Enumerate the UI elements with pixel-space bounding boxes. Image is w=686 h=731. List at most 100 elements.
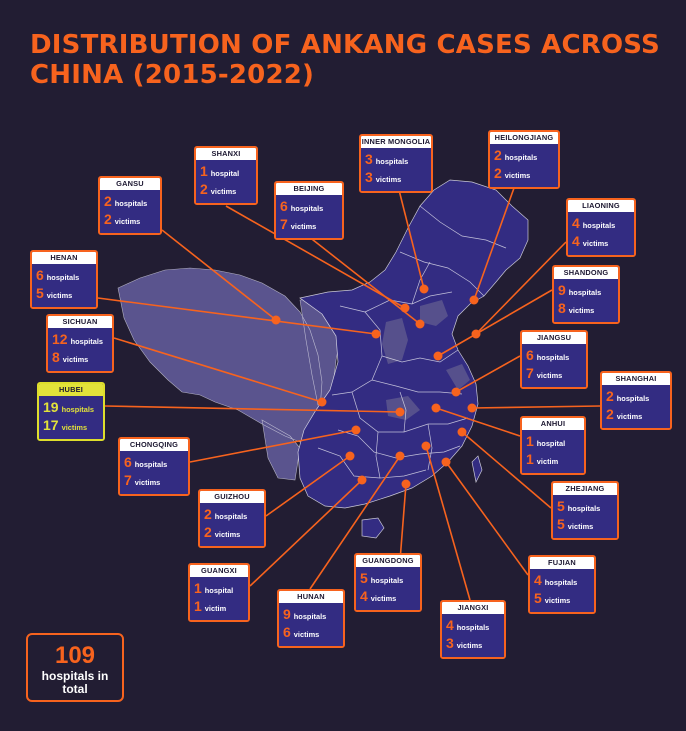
victims-count: 8 [558, 300, 566, 316]
victims-count: 4 [572, 233, 580, 249]
marker-shandong [433, 351, 443, 361]
victims-word: victims [616, 412, 643, 421]
hospitals-count: 3 [365, 151, 373, 167]
leader-line-chongqing [189, 429, 357, 463]
victims-word: victims [114, 217, 141, 226]
province-name: SHANDONG [554, 267, 618, 279]
hospitals-word: hospitals [567, 504, 601, 513]
hospitals-word: hospitals [536, 353, 570, 362]
leader-line-jiangsu [455, 355, 521, 393]
victims-word: victims [567, 522, 594, 531]
hospitals-count: 5 [360, 570, 368, 586]
victims-count: 5 [557, 516, 565, 532]
victims-word: victims [62, 355, 89, 364]
victims-count: 17 [43, 417, 59, 433]
hospitals-count: 6 [526, 347, 534, 363]
hospitals-count: 6 [280, 198, 288, 214]
marker-inner-mongolia [419, 284, 429, 294]
province-name: SICHUAN [48, 316, 112, 328]
marker-fujian [441, 457, 451, 467]
province-name: ANHUI [522, 418, 584, 430]
victims-word: victims [456, 641, 483, 650]
hospitals-word: hospitals [616, 394, 650, 403]
victims-count: 2 [494, 165, 502, 181]
marker-guizhou [345, 451, 355, 461]
hospitals-word: hospital [536, 439, 566, 448]
hospitals-count: 2 [104, 193, 112, 209]
victims-word: victims [210, 187, 237, 196]
victims-word: victims [544, 596, 571, 605]
province-name: HENAN [32, 252, 96, 264]
location-markers [271, 284, 481, 489]
marker-sichuan [317, 397, 327, 407]
hospitals-count: 9 [558, 282, 566, 298]
victims-count: 5 [534, 590, 542, 606]
province-name: GANSU [100, 178, 160, 190]
hospitals-count: 6 [36, 267, 44, 283]
hospitals-word: hospitals [582, 221, 616, 230]
hospitals-word: hospitals [70, 337, 104, 346]
hospitals-count: 1 [200, 163, 208, 179]
hospitals-count: 2 [494, 147, 502, 163]
leader-line-shandong [437, 289, 553, 357]
province-name: SHANXI [196, 148, 256, 160]
province-name: JIANGSU [522, 332, 586, 344]
leader-line-anhui [435, 407, 521, 437]
province-name: HUBEI [39, 384, 103, 396]
victims-count: 4 [360, 588, 368, 604]
hospitals-count: 6 [124, 454, 132, 470]
marker-shanghai [467, 403, 477, 413]
province-name: HEILONGJIANG [490, 132, 558, 144]
victims-count: 1 [526, 451, 534, 467]
hospitals-count: 4 [572, 215, 580, 231]
province-name: BEIJING [276, 183, 342, 195]
province-name: SHANGHAI [602, 373, 670, 385]
marker-gansu [271, 315, 281, 325]
marker-shanxi [400, 303, 410, 313]
leader-line-sichuan [113, 337, 323, 403]
hospitals-word: hospital [204, 586, 234, 595]
province-name: ZHEJIANG [553, 483, 617, 495]
leader-line-shanxi [225, 205, 406, 309]
marker-zhejiang [457, 427, 467, 437]
hospitals-word: hospitals [214, 512, 248, 521]
leader-line-inner-mongolia [397, 185, 425, 290]
hospitals-word: hospitals [504, 153, 538, 162]
